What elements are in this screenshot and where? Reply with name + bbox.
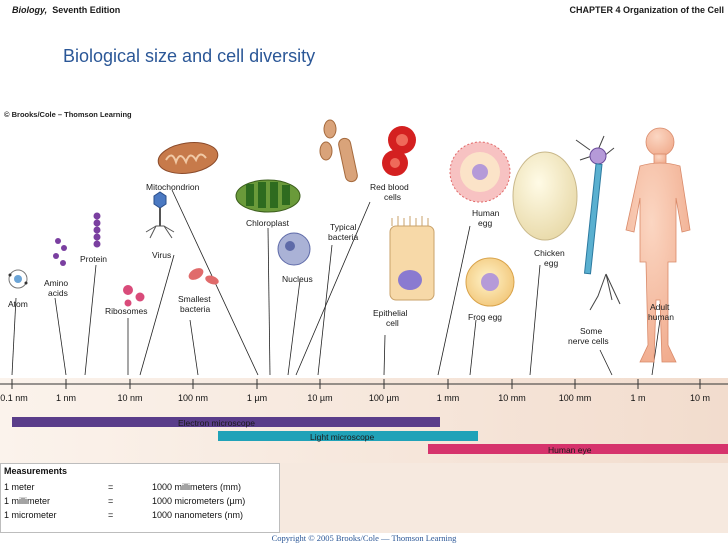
atom-label: Atom xyxy=(8,299,28,309)
ribosomes-illustration xyxy=(123,285,145,307)
chicken-egg-label-1: Chicken xyxy=(534,248,565,258)
right-background xyxy=(278,463,728,533)
scale-labels: 0.1 nm 1 nm 10 nm 100 nm 1 µm 10 µm 100 … xyxy=(0,393,710,403)
scale-label-6: 100 µm xyxy=(369,393,399,403)
figure-credit: © Brooks/Cole – Thomson Learning xyxy=(4,110,132,119)
measurements-heading: Measurements xyxy=(4,466,68,476)
amino-acids-label-2: acids xyxy=(48,288,68,298)
copyright-footer: Copyright © 2005 Brooks/Cole — Thomson L… xyxy=(271,533,457,543)
measurement-unit-2: 1 millimeter xyxy=(4,496,51,506)
nerve-cells-label-1: Some xyxy=(580,326,602,336)
measurement-value-3: 1000 nanometers (nm) xyxy=(152,510,244,520)
frog-egg-illustration xyxy=(465,257,515,307)
human-eye-bar xyxy=(428,444,728,454)
scale-label-1: 1 nm xyxy=(56,393,76,403)
nucleus-label: Nucleus xyxy=(282,274,313,284)
measurement-unit-3: 1 micrometer xyxy=(4,510,57,520)
electron-microscope-bar xyxy=(12,417,440,427)
measurements-box: Measurements 1 meter = 1000 millimeters … xyxy=(0,463,280,533)
smallest-bacteria-label-1: Smallest xyxy=(178,294,211,304)
amino-acids-label-1: Amino xyxy=(44,278,68,288)
nerve-cells-label-2: nerve cells xyxy=(568,336,609,346)
epithelial-cell-label-2: cell xyxy=(386,318,399,328)
electron-microscope-label: Electron microscope xyxy=(178,418,255,428)
red-blood-cells-label-1: Red blood xyxy=(370,182,409,192)
measurement-eq-3: = xyxy=(108,510,114,520)
human-egg-illustration xyxy=(449,141,511,203)
measurement-value-2: 1000 micrometers (µm) xyxy=(152,496,246,506)
mitochondrion-illustration xyxy=(157,142,219,174)
virus-illustration xyxy=(145,191,175,239)
scale-label-0: 0.1 nm xyxy=(0,393,28,403)
epithelial-cell-illustration xyxy=(389,216,435,301)
protein-label: Protein xyxy=(80,254,107,264)
scale-label-11: 10 m xyxy=(690,393,710,403)
smallest-bacteria-illustration xyxy=(188,268,219,285)
atom-illustration xyxy=(8,269,28,289)
scale-label-5: 10 µm xyxy=(307,393,332,403)
light-microscope-bar xyxy=(218,431,478,441)
slide-title: Biological size and cell diversity xyxy=(63,46,316,66)
red-blood-cells-label-2: cells xyxy=(384,192,401,202)
chicken-egg-illustration xyxy=(512,151,578,241)
mitochondrion-label: Mitochondrion xyxy=(146,182,200,192)
ribosomes-label: Ribosomes xyxy=(105,306,148,316)
virus-label: Virus xyxy=(152,250,171,260)
chloroplast-illustration xyxy=(235,179,301,213)
scale-label-10: 1 m xyxy=(630,393,645,403)
chloroplast-label: Chloroplast xyxy=(246,218,290,228)
frog-egg-label: Frog egg xyxy=(468,312,502,322)
header-book-title: Biology, Seventh Edition xyxy=(12,5,120,15)
scale-label-3: 100 nm xyxy=(178,393,208,403)
adult-human-illustration xyxy=(625,127,691,363)
adult-human-label-2: human xyxy=(648,312,674,322)
typical-bacteria-label-2: bacteria xyxy=(328,232,359,242)
typical-bacteria-label-1: Typical xyxy=(330,222,357,232)
measurement-value-1: 1000 millimeters (mm) xyxy=(152,482,242,492)
human-eye-label: Human eye xyxy=(548,445,592,455)
protein-illustration xyxy=(93,212,101,248)
scale-label-7: 1 mm xyxy=(437,393,460,403)
red-blood-cells-illustration xyxy=(382,126,416,176)
scale-ticks xyxy=(11,379,701,389)
adult-human-label-1: Adult xyxy=(650,302,670,312)
scale-label-9: 100 mm xyxy=(559,393,592,403)
light-microscope-label: Light microscope xyxy=(310,432,375,442)
nerve-cell-illustration xyxy=(575,135,621,311)
scale-label-2: 10 nm xyxy=(117,393,142,403)
typical-bacteria-illustration xyxy=(319,119,358,183)
measurement-unit-1: 1 meter xyxy=(4,482,35,492)
pointer-lines xyxy=(11,189,661,376)
header-chapter: CHAPTER 4 Organization of the Cell xyxy=(569,5,724,15)
smallest-bacteria-label-2: bacteria xyxy=(180,304,211,314)
scale-label-4: 1 µm xyxy=(247,393,267,403)
human-egg-label-1: Human xyxy=(472,208,500,218)
chicken-egg-label-2: egg xyxy=(544,258,558,268)
amino-acids-illustration xyxy=(53,238,67,266)
scale-label-8: 10 mm xyxy=(498,393,526,403)
human-egg-label-2: egg xyxy=(478,218,492,228)
measurement-eq-2: = xyxy=(108,496,114,506)
nucleus-illustration xyxy=(277,232,311,266)
book-title-italic: Biology, xyxy=(12,5,48,15)
measurement-eq-1: = xyxy=(108,482,114,492)
book-edition: Seventh Edition xyxy=(52,5,121,15)
epithelial-cell-label-1: Epithelial xyxy=(373,308,408,318)
